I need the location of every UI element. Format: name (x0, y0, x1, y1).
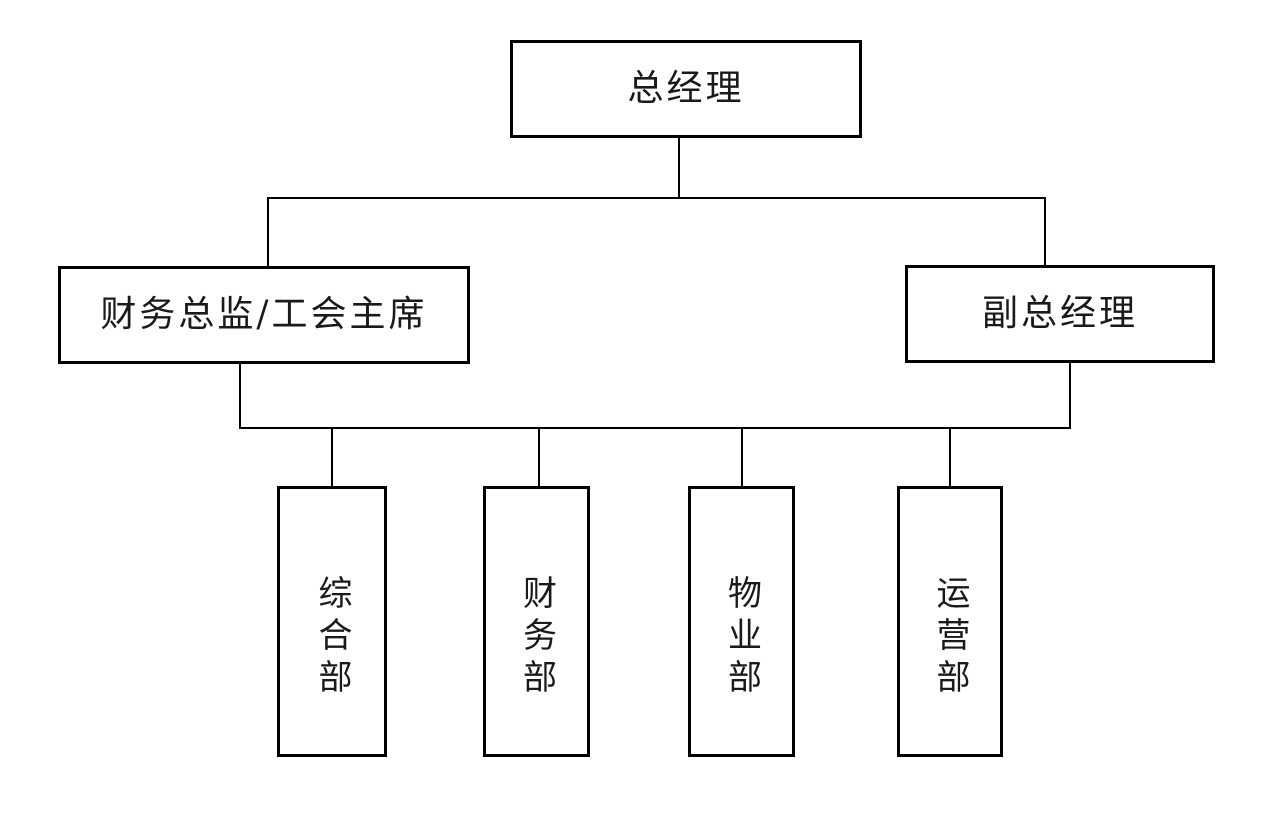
connector-to-deputy-gm (1044, 197, 1046, 265)
node-finance-dept-label: 财务部 (516, 575, 557, 701)
node-deputy-general-manager-label: 副总经理 (981, 293, 1138, 334)
node-operations-dept: 运营部 (897, 486, 1003, 757)
node-deputy-general-manager: 副总经理 (905, 265, 1215, 363)
node-general-affairs-dept: 综合部 (277, 486, 387, 757)
connector-from-deputy-gm (1069, 363, 1071, 428)
connector-to-property-dept (741, 427, 743, 487)
node-finance-director-union-chairman-label: 财务总监/工会主席 (100, 294, 428, 335)
node-general-manager-label: 总经理 (627, 68, 745, 109)
node-finance-director-union-chairman: 财务总监/工会主席 (58, 266, 470, 364)
connector-to-operations-dept (949, 427, 951, 487)
node-general-manager: 总经理 (510, 40, 862, 138)
connector-departments-horizontal (239, 427, 1071, 429)
node-property-dept: 物业部 (688, 486, 795, 757)
connector-to-finance-dept (538, 427, 540, 487)
node-property-dept-label: 物业部 (721, 575, 762, 701)
connector-to-finance-director (267, 197, 269, 266)
connector-level2-horizontal (267, 197, 1046, 199)
connector-from-finance-director (239, 364, 241, 428)
node-operations-dept-label: 运营部 (930, 575, 970, 701)
connector-to-general-affairs-dept (331, 427, 333, 487)
node-finance-dept: 财务部 (483, 486, 590, 757)
node-general-affairs-dept-label: 综合部 (312, 575, 352, 701)
connector-root-drop (678, 138, 680, 199)
